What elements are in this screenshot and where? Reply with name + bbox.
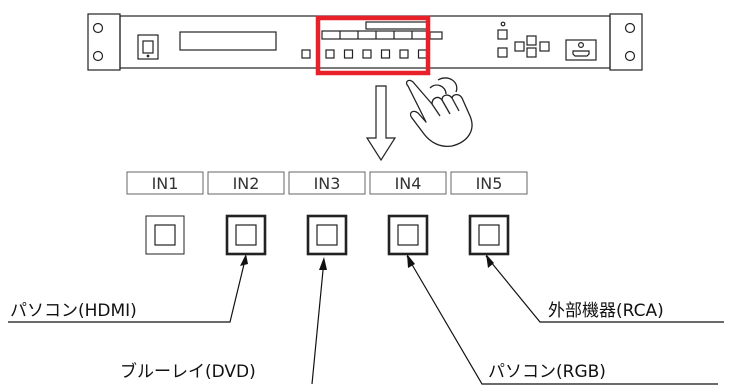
input-label-box	[126, 171, 204, 195]
left-rack-ear	[87, 13, 121, 71]
power-switch-icon	[137, 34, 159, 60]
highlight-box	[315, 15, 431, 76]
input-label: IN4	[395, 174, 422, 193]
label-strip-top	[365, 21, 429, 30]
callout-arrowheads	[240, 254, 494, 270]
input-button-inner	[154, 224, 176, 246]
callout-label-in4: パソコン(RGB)	[488, 362, 606, 382]
control-button	[539, 41, 550, 52]
rack-hole	[92, 50, 104, 62]
device-front-panel	[87, 13, 643, 71]
display-window	[179, 31, 277, 51]
leader-line-in4	[406, 255, 718, 385]
arrowhead-in3	[319, 257, 327, 270]
input-button-inner	[235, 224, 257, 246]
leader-line-in2	[8, 255, 247, 323]
input-button-inner	[397, 224, 419, 246]
input-button[interactable]	[468, 214, 510, 256]
input-2: IN2	[207, 171, 285, 256]
down-arrow-icon	[365, 85, 397, 162]
panel-input-button	[325, 49, 335, 59]
rack-hole	[624, 22, 636, 34]
control-button	[526, 35, 537, 46]
callout-lines	[8, 255, 724, 385]
panel-input-button	[343, 49, 354, 59]
input-label-box	[207, 171, 285, 195]
small-button	[301, 49, 311, 59]
rack-hole	[92, 22, 104, 34]
panel-input-button	[362, 49, 372, 59]
input-label-box	[369, 171, 447, 195]
input-button-inner	[316, 224, 338, 246]
callout-label-in5: 外部機器(RCA)	[548, 301, 664, 321]
input-label: IN2	[233, 174, 260, 193]
input-row: IN1 IN2 IN3 IN4 IN5	[126, 171, 528, 256]
control-button	[497, 29, 508, 40]
right-rack-ear	[609, 13, 643, 71]
control-button	[497, 47, 508, 58]
leader-line-in3	[311, 259, 325, 385]
control-button	[514, 41, 525, 52]
hand-pointer-icon	[405, 77, 473, 148]
callout-label-in3: ブルーレイ(DVD)	[120, 361, 256, 382]
label-strip-side	[429, 31, 443, 40]
panel-input-button	[399, 49, 409, 59]
input-label-box	[450, 171, 528, 195]
arrowhead-in5	[486, 254, 494, 268]
arrowhead-in2	[240, 254, 248, 266]
rack-hole	[624, 50, 636, 62]
input-label: IN5	[476, 174, 503, 193]
input-label-box	[288, 171, 366, 195]
input-3: IN3	[288, 171, 366, 256]
input-1: IN1	[126, 171, 204, 255]
panel-input-button	[380, 49, 391, 59]
input-4: IN4	[369, 171, 447, 256]
hdmi-port-icon	[565, 39, 597, 61]
arrowhead-in4	[407, 254, 415, 268]
panel-input-button	[417, 49, 428, 59]
input-5: IN5	[450, 171, 528, 256]
control-button	[526, 47, 537, 58]
input-label: IN1	[152, 174, 179, 193]
callout-label-in2: パソコン(HDMI)	[10, 301, 137, 321]
leader-line-in5	[485, 255, 724, 323]
input-label: IN3	[314, 174, 341, 193]
input-button-inner	[478, 224, 500, 246]
panel-input-buttons	[325, 49, 428, 59]
